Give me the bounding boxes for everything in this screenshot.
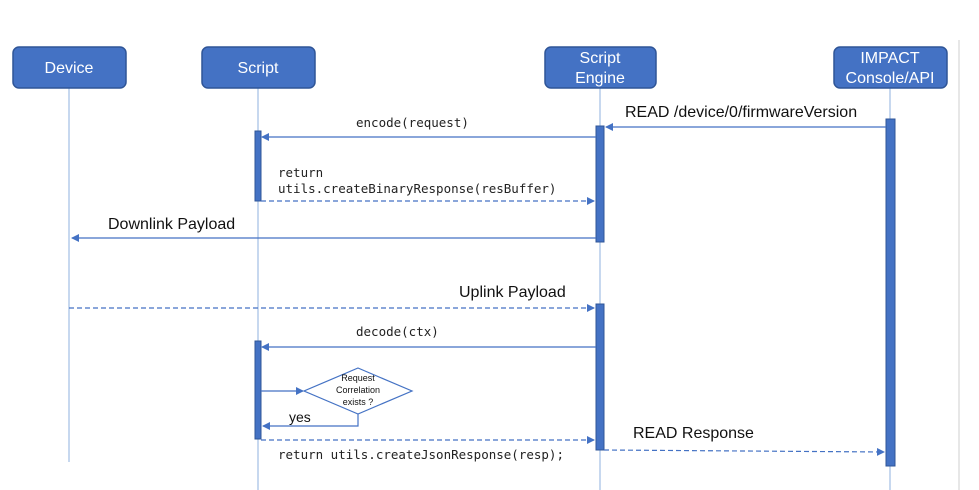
actor-script-engine-box [544,46,657,89]
yes-label: yes [289,409,311,425]
uplink-label: Uplink Payload [459,284,566,301]
return-binary-label-line1: return [278,165,323,180]
decode-label: decode(ctx) [356,324,439,339]
yes-arrow [262,414,359,430]
decision-label-line3: exists ? [343,397,374,407]
actor-impact-console: IMPACT Console/API [833,46,948,89]
downlink-label: Downlink Payload [108,216,235,233]
actor-script-engine: Script Engine [544,46,657,89]
encode-label: encode(request) [356,115,469,130]
read-firmware-label: READ /device/0/firmwareVersion [625,104,857,121]
engine-activation-2 [595,303,605,451]
actor-device-label: Device [45,60,94,77]
actor-impact-box [833,46,948,89]
engine-activation-1 [595,125,605,243]
script-activation-1 [254,130,262,202]
actor-script-box [201,46,316,89]
actor-script-label: Script [238,60,279,77]
impact-activation [885,118,896,467]
actor-script-engine-label-line2: Engine [575,70,625,87]
decision-label-line2: Correlation [336,385,380,395]
actor-script: Script [201,46,316,89]
decision-label-line1: Request [341,373,375,383]
actor-device-box [12,46,127,89]
actor-impact-label-line1: IMPACT [860,50,919,67]
actor-device: Device [12,46,127,89]
script-activation-2 [254,340,262,440]
read-response-label: READ Response [633,425,754,442]
actor-script-engine-label-line1: Script [580,50,621,67]
actor-impact-label-line2: Console/API [846,70,935,87]
return-binary-label-line2: utils.createBinaryResponse(resBuffer) [278,181,556,196]
return-json-label: return utils.createJsonResponse(resp); [278,447,564,462]
read-response-arrow [603,447,885,456]
